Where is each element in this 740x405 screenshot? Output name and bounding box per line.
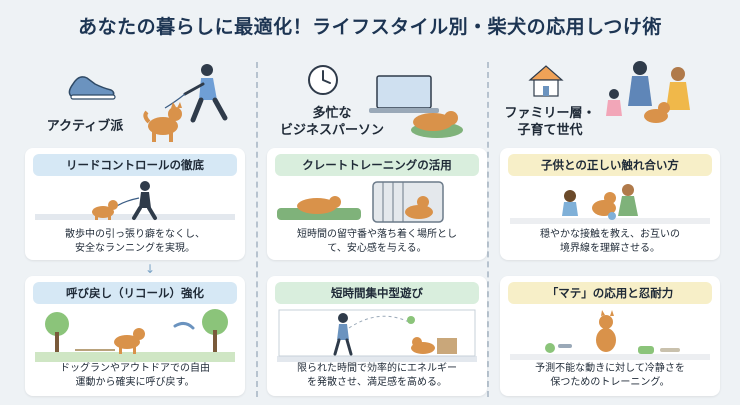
tip-card: 「マテ」の応用と忍耐力 予測不能な動きに対して冷静さを 保つためのトレーニング。: [500, 276, 720, 396]
column-divider: [256, 62, 258, 397]
card-text: 予測不能な動きに対して冷静さを: [535, 363, 685, 374]
card-text: 境界線を理解させる。: [560, 243, 660, 254]
card-text: 保つためのトレーニング。: [550, 377, 670, 388]
laptop-icon: [369, 75, 439, 113]
shiba-dog-figure: [143, 102, 182, 142]
persona-label: アクティブ派: [46, 119, 124, 134]
crate-illustration: [277, 181, 444, 223]
card-text: 短時間の留守番や落ち着く場所とし: [297, 229, 457, 240]
recall-park-illustration: [35, 309, 235, 362]
running-shoe-icon: [68, 76, 116, 100]
card-heading: 「マテ」の応用と忍耐力: [508, 282, 712, 304]
card-text: ドッグランやアウトドアでの自由: [60, 363, 210, 374]
stay-training-illustration: [510, 310, 710, 360]
sleeping-dog-figure: [411, 111, 463, 138]
persona-label: ファミリー層・: [504, 106, 596, 121]
card-heading: 呼び戻し（リコール）強化: [33, 282, 237, 304]
family-figures: [606, 61, 690, 123]
hero-active: アクティブ派: [15, 56, 250, 148]
card-heading: リードコントロールの徹底: [33, 154, 237, 176]
card-text: て、安心感を与える。: [327, 243, 427, 254]
runner-with-dog-illustration: [68, 64, 228, 142]
persona-label: 多忙な: [312, 106, 352, 121]
tip-card: リードコントロールの徹底 散歩中の引っ張り癖をなくし、 安全なランニングを実現。: [25, 148, 245, 260]
arrow-down-icon: ↓: [145, 262, 156, 276]
column-divider: [487, 62, 489, 397]
runner-figure: [183, 64, 228, 123]
clock-icon: [308, 65, 338, 95]
card-text: を発散させ、満足感を高める。: [307, 377, 447, 388]
hero-family: ファミリー層・ 子育て世代: [490, 56, 725, 148]
persona-label: 子育て世代: [517, 123, 583, 138]
column-active: アクティブ派 リードコントロールの徹底 散歩中の引っ張り癖をなくし、 安全なラン…: [15, 56, 250, 401]
hero-business: 多忙な ビジネスパーソン: [257, 56, 492, 148]
card-text: 穏やかな接触を教え、お互いの: [540, 229, 680, 240]
card-text: 散歩中の引っ張り癖をなくし、: [65, 229, 205, 240]
column-business: 多忙な ビジネスパーソン クレートトレーニングの活用 短時間の留守番や落ち着く場…: [257, 56, 492, 401]
page-title: あなたの暮らしに最適化！ライフスタイル別・柴犬の応用しつけ術: [78, 16, 662, 38]
family-illustration: [528, 61, 690, 123]
house-icon: [528, 65, 564, 97]
tip-card: 子供との正しい触れ合い方 穏やかな接触を教え、お互いの 境界線を理解させる。: [500, 148, 720, 260]
card-text: 運動から確実に呼び戻す。: [75, 377, 195, 388]
column-family: ファミリー層・ 子育て世代 子供との正しい触れ合い方 穏やかな接触を教え、お互い…: [490, 56, 725, 401]
tip-card: 短時間集中型遊び 限られた時間で効率的にエネルギー を発散させ、満足感を高める。: [267, 276, 487, 396]
busy-office-illustration: [308, 65, 463, 138]
persona-label: ビジネスパーソン: [279, 123, 384, 138]
card-text: 安全なランニングを実現。: [75, 243, 195, 254]
child-with-dog-illustration: [510, 184, 710, 224]
card-heading: クレートトレーニングの活用: [275, 154, 479, 176]
leash-walk-illustration: [35, 181, 235, 220]
card-heading: 子供との正しい触れ合い方: [508, 154, 712, 176]
indoor-play-illustration: [277, 309, 477, 362]
card-heading: 短時間集中型遊び: [275, 282, 479, 304]
card-text: 限られた時間で効率的にエネルギー: [297, 363, 457, 374]
tip-card: 呼び戻し（リコール）強化 ドッグランやアウトドアでの自由 運動から確実に呼び戻す…: [25, 276, 245, 396]
tip-card: クレートトレーニングの活用 短時間の留守番や落ち着く場所とし て、安心感を与える…: [267, 148, 487, 260]
